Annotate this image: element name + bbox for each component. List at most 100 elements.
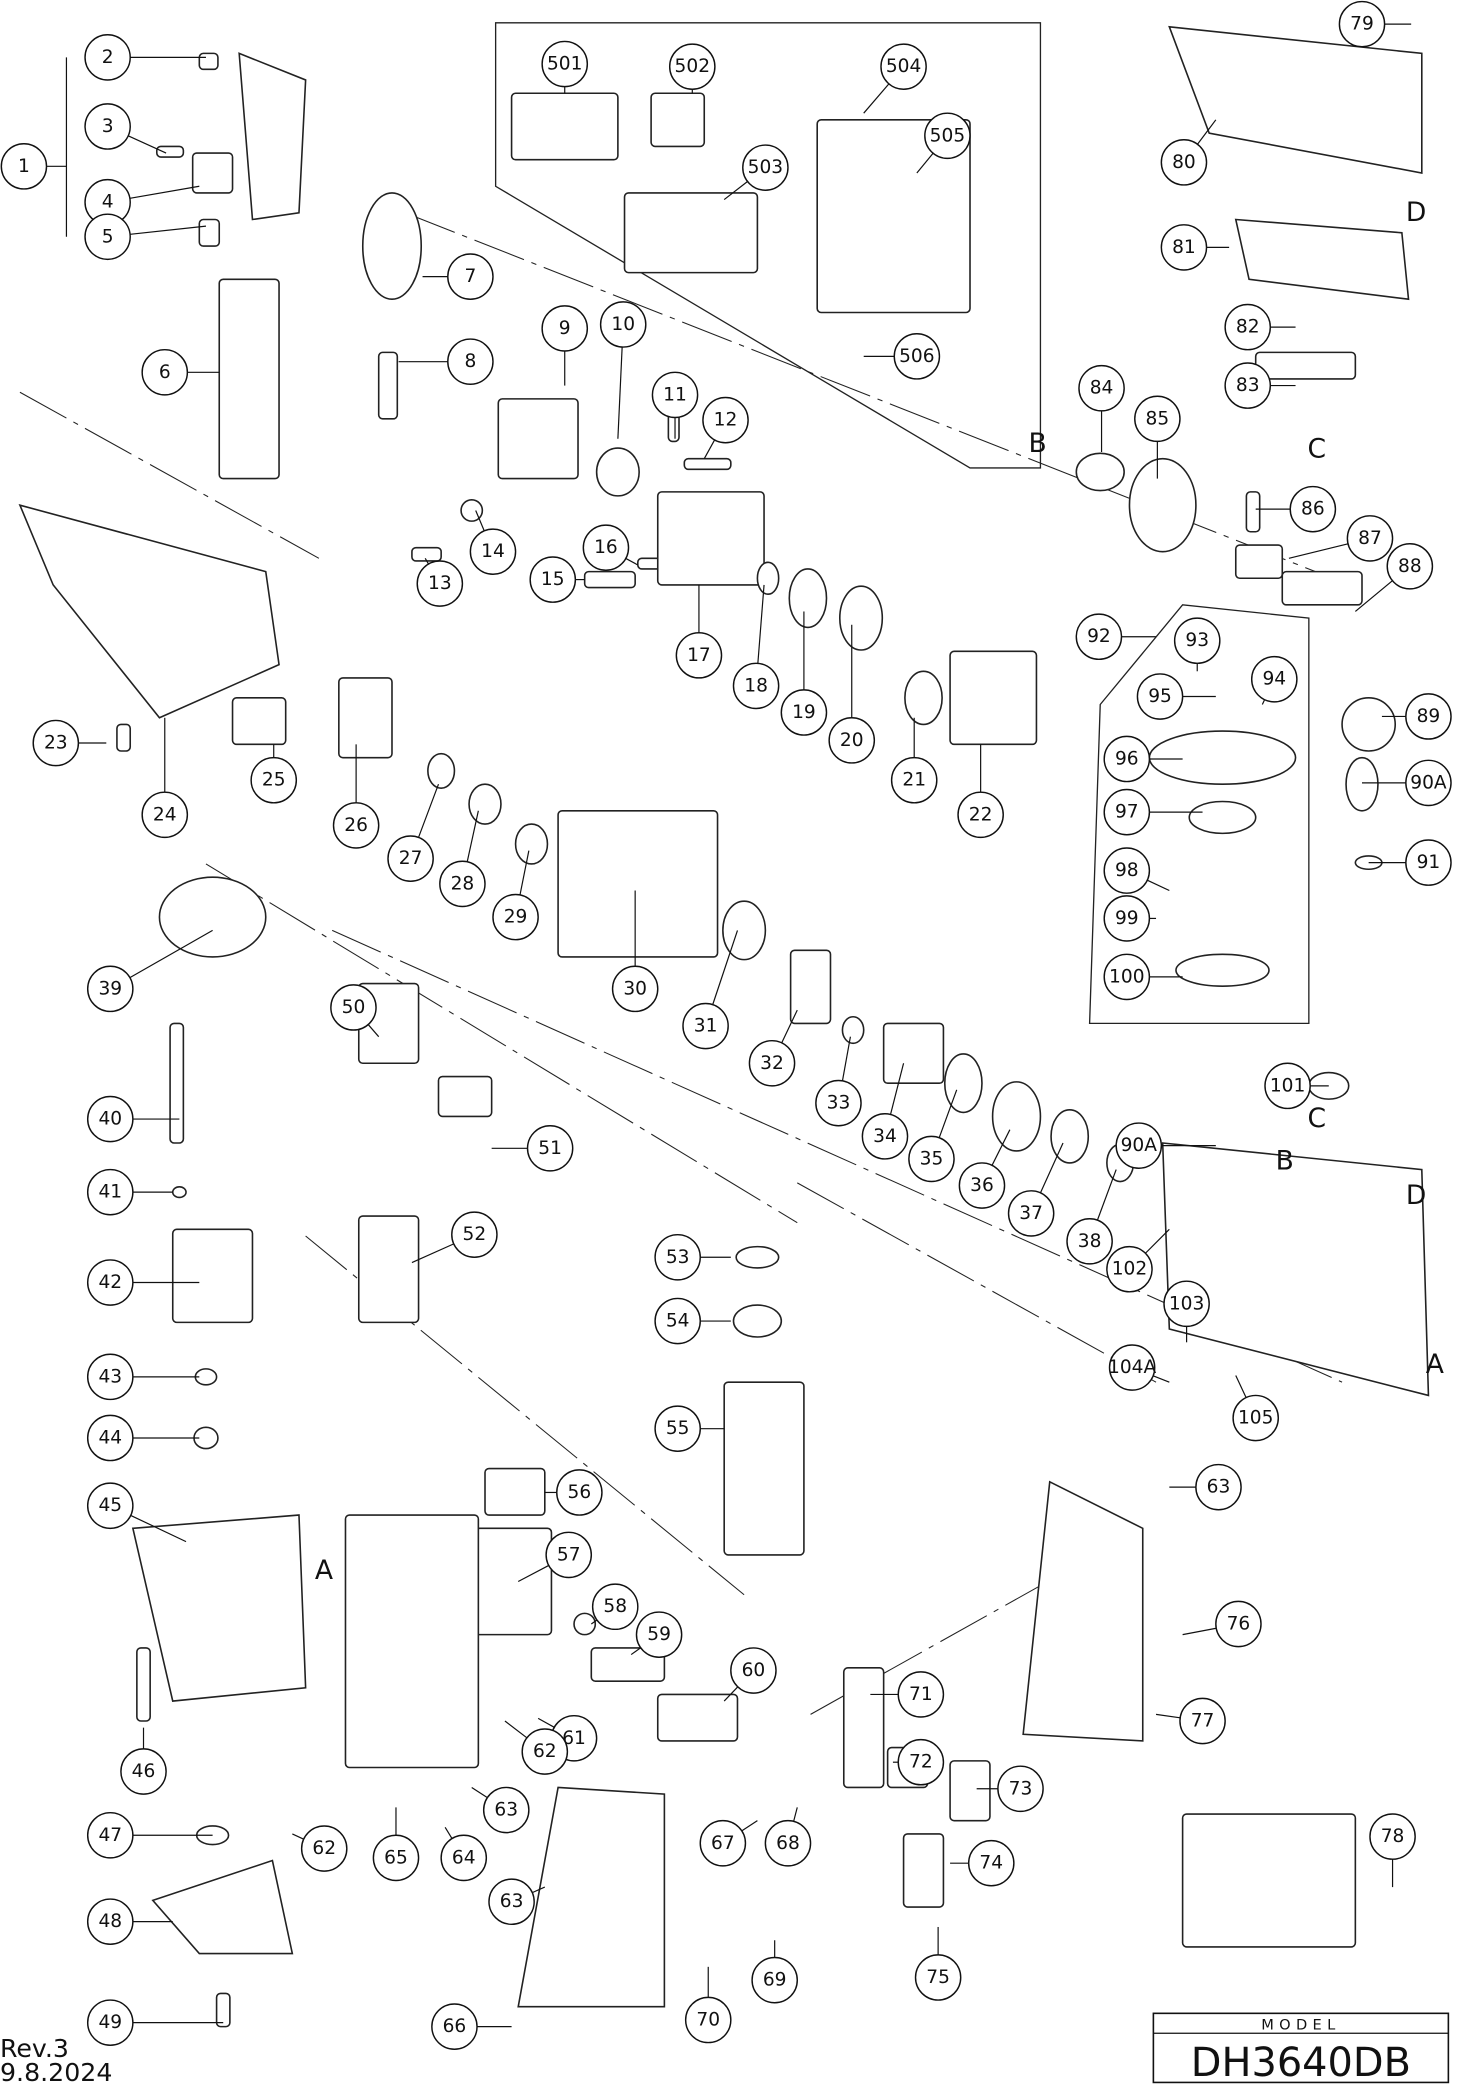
subassembly-box [1088,604,1310,1025]
callout-circle [890,756,938,804]
reference-letter-b: B [1276,1146,1294,1177]
battery [1181,1813,1357,1948]
callout-62: 62 [300,1825,348,1872]
callout-63: 63 [482,1786,530,1834]
washer-37 [1050,1108,1090,1164]
callout-59: 59 [635,1611,683,1658]
callout-circle [1075,613,1123,661]
plate-83 [1254,351,1357,380]
screw-46 [136,1647,151,1722]
leader-line [411,1243,454,1264]
callout-63: 63 [1195,1463,1242,1511]
callout-104a: 104A [1108,1344,1157,1391]
callout-52: 52 [451,1211,498,1258]
callout-number: 101 [1270,1075,1306,1096]
o-ring-31 [722,900,767,961]
leader-line [916,152,934,174]
o-ring-33 [841,1015,865,1045]
callout-number: 58 [603,1596,627,1617]
callout-circle [86,1168,134,1216]
callout-78: 78 [1369,1813,1416,1860]
callout-74: 74 [967,1839,1015,1887]
screw-23 [116,723,132,752]
leader-line [292,1833,304,1840]
callout-circle [440,1834,488,1882]
callout-number: 25 [262,770,286,791]
callout-number: 104A [1108,1357,1156,1378]
bolt-40 [169,1022,185,1144]
callout-circle [141,348,189,396]
callout-circle [120,1748,167,1795]
bearing-54 [732,1304,783,1338]
screw-15 [583,570,636,589]
callout-89: 89 [1405,693,1452,740]
screw-12 [683,457,732,471]
callout-circle [967,1839,1015,1887]
callout-circle [668,43,716,90]
connecting-rod [1281,570,1363,606]
callout-circle [86,1898,134,1945]
callout-number: 102 [1112,1259,1148,1280]
callout-101: 101 [1264,1062,1311,1110]
callout-number: 36 [970,1175,994,1196]
leader-line [703,439,716,459]
callout-94: 94 [1250,655,1298,703]
callout-number: 60 [742,1660,766,1681]
leader-line [723,1686,739,1702]
gear-89 [1341,697,1397,752]
callout-65: 65 [372,1834,420,1882]
callout-number: 10 [611,314,635,335]
callout-71: 71 [897,1671,945,1718]
leader-line [841,1036,852,1081]
callout-number: 22 [969,804,993,825]
callout-circle [893,333,941,380]
callout-circle [332,802,380,849]
oil-seal [595,447,640,497]
callout-circle [815,1079,862,1127]
callout-number: 61 [562,1728,586,1749]
callout-number: 37 [1019,1203,1043,1224]
callout-503: 503 [742,144,789,191]
callout-number: 59 [647,1624,671,1645]
leader-line [889,1063,905,1115]
callout-number: 95 [1148,686,1172,707]
callout-circle [1160,139,1208,186]
callout-84: 84 [1078,364,1125,412]
gasket-81 [1234,218,1410,301]
callout-number: 38 [1078,1231,1102,1252]
callout-number: 26 [344,815,368,836]
callout-number: 85 [1146,408,1170,429]
callout-number: 84 [1090,378,1114,399]
callout-number: 74 [979,1853,1003,1874]
callout-number: 45 [98,1495,122,1516]
leader-line [130,1514,187,1543]
callout-circle [654,1405,701,1452]
ring-84 [1075,452,1125,492]
callout-number: 503 [748,157,784,178]
callout-circle [897,1671,945,1718]
callout-506: 506 [893,333,941,380]
callout-number: 67 [711,1833,735,1854]
callout-44: 44 [86,1414,134,1462]
callout-33: 33 [815,1079,862,1127]
callout-number: 96 [1115,748,1139,769]
washer-14 [460,499,484,522]
callout-number: 70 [696,2009,720,2030]
callout-circle [330,984,377,1031]
leader-line [1096,1169,1117,1221]
callout-circle [86,1414,134,1462]
callout-number: 82 [1236,317,1260,338]
washer-21 [904,670,943,726]
callout-103: 103 [1163,1280,1210,1328]
callout-number: 46 [132,1761,156,1782]
callout-circle [742,144,789,191]
callout-1: 1 [0,143,48,190]
callout-number: 23 [44,733,68,754]
washer-41 [171,1186,187,1199]
callout-circle [684,1996,732,2044]
callout-number: 506 [899,346,935,367]
callout-7: 7 [447,253,494,300]
callout-number: 68 [776,1833,800,1854]
callout-number: 12 [714,410,738,431]
callout-55: 55 [654,1405,701,1452]
